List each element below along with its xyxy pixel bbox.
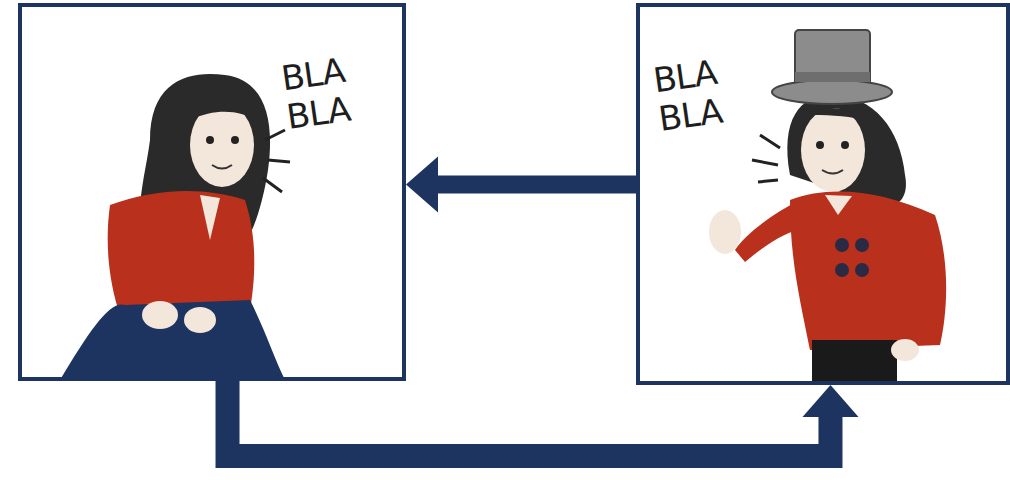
panel-box: BLA BLA [636,3,1010,385]
woman-figure [60,74,290,380]
man-figure [709,30,946,382]
flow-arrow [228,381,859,456]
speech-text: BLA BLA [279,51,353,137]
panel-box: BLA BLA [18,3,406,381]
flow-arrow [406,156,636,212]
speech-text: BLA BLA [651,53,725,139]
